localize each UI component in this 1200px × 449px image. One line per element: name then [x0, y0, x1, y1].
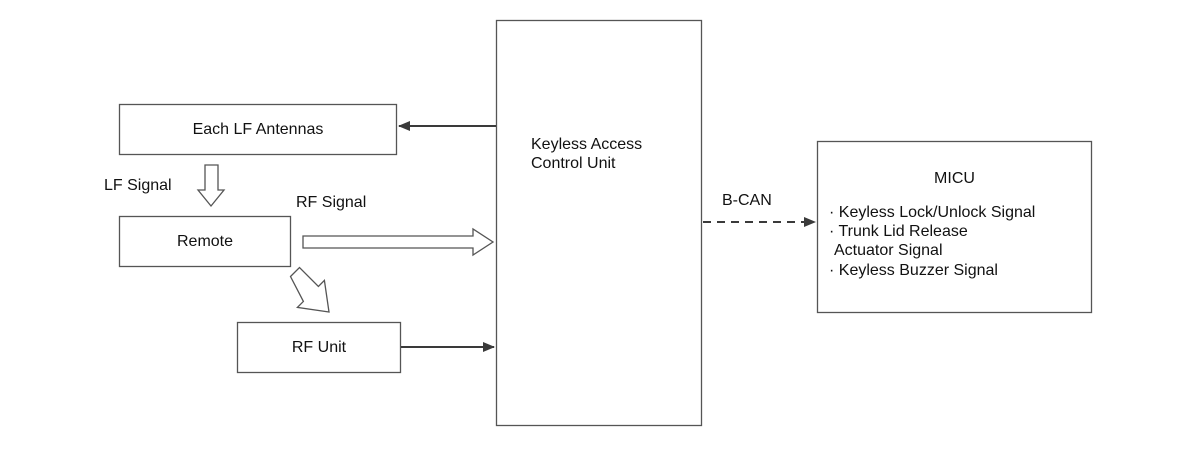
micu-item-actuator: Actuator Signal — [834, 242, 943, 259]
b-can-label: B-CAN — [722, 192, 772, 209]
lf-signal-label: LF Signal — [104, 177, 172, 194]
micu-item-buzzer: · Keyless Buzzer Signal — [829, 262, 998, 279]
rf-unit-label: RF Unit — [291, 339, 347, 356]
rf-signal-label: RF Signal — [296, 194, 367, 211]
rf-unit-block — [236, 321, 402, 374]
lf-antennas-block — [118, 103, 398, 156]
remote-label: Remote — [176, 233, 234, 250]
kacu-block — [495, 19, 703, 427]
rf-signal-hollow-arrow — [302, 227, 495, 257]
kacu-label-line1: Keyless Access — [531, 136, 643, 153]
kacu-label-line2: Control Unit — [531, 155, 616, 172]
lf-signal-hollow-arrow — [196, 164, 226, 208]
micu-block — [816, 140, 1093, 314]
remote-block — [118, 215, 292, 268]
remote-to-rf-unit-hollow-arrow — [289, 266, 330, 313]
micu-title: MICU — [934, 170, 975, 187]
micu-item-lock-unlock: · Keyless Lock/Unlock Signal — [829, 204, 1036, 221]
micu-item-trunk-lid: · Trunk Lid Release — [829, 223, 968, 240]
lf-antennas-label: Each LF Antennas — [192, 121, 324, 138]
